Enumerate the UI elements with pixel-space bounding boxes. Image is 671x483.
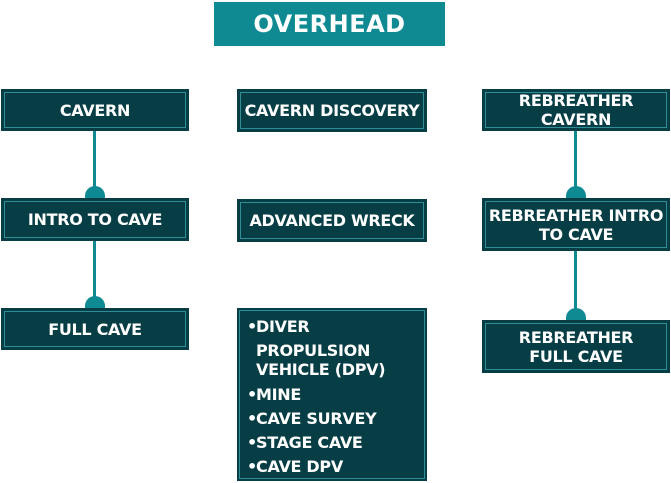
connector-intro-to-full [93,241,96,305]
rebreather-cavern-box: REBREATHER CAVERN [482,89,670,131]
specialty-label: CAVE SURVEY [256,409,377,428]
specialty-item-cave-dpv: • CAVE DPV [247,455,421,479]
bullet: • [247,409,257,428]
diagram-title: OVERHEAD [214,2,445,46]
rebreather-cavern-label: REBREATHER CAVERN [518,91,634,129]
connector-dot-reb-intro [566,186,586,198]
specialty-item-dpv: • DIVER PROPULSION VEHICLE (DPV) [247,315,421,380]
connector-reb-intro-to-full [574,251,577,317]
bullet: • [247,317,257,336]
full-cave-label: FULL CAVE [48,319,142,339]
specialties-box: • DIVER PROPULSION VEHICLE (DPV) • MINE … [237,308,427,481]
specialty-label-continued: VEHICLE (DPV) [256,360,386,379]
cavern-label: CAVERN [59,100,131,120]
advanced-wreck-box: ADVANCED WRECK [237,199,427,242]
rebreather-intro-to-cave-label: REBREATHER INTRO TO CAVE [488,205,664,244]
connector-dot-reb-full [566,308,586,320]
cavern-discovery-label: CAVERN DISCOVERY [244,101,420,120]
intro-to-cave-box: INTRO TO CAVE [1,198,189,241]
connector-dot-full [85,296,105,308]
rebreather-full-cave-label: REBREATHER FULL CAVE [518,327,634,366]
connector-reb-cavern-to-intro [574,131,577,195]
specialty-label: MINE [256,385,301,404]
connector-cavern-to-intro [93,131,96,195]
specialty-label: CAVE DPV [256,457,343,476]
specialty-label: DIVER PROPULSION [256,317,371,360]
cavern-discovery-box: CAVERN DISCOVERY [237,89,427,132]
specialties-list: • DIVER PROPULSION VEHICLE (DPV) • MINE … [247,315,421,479]
rebreather-intro-to-cave-box: REBREATHER INTRO TO CAVE [482,198,670,251]
advanced-wreck-label: ADVANCED WRECK [249,211,415,230]
full-cave-box: FULL CAVE [1,308,189,350]
specialty-item-mine: • MINE [247,383,421,407]
bullet: • [247,385,257,404]
specialty-label: STAGE CAVE [256,433,363,452]
bullet: • [247,457,257,476]
cavern-box: CAVERN [1,89,189,131]
connector-dot-intro [85,186,105,198]
specialty-item-stage-cave: • STAGE CAVE [247,431,421,455]
bullet: • [247,433,257,452]
specialty-item-cave-survey: • CAVE SURVEY [247,407,421,431]
intro-to-cave-label: INTRO TO CAVE [27,210,163,229]
rebreather-full-cave-box: REBREATHER FULL CAVE [482,320,670,373]
